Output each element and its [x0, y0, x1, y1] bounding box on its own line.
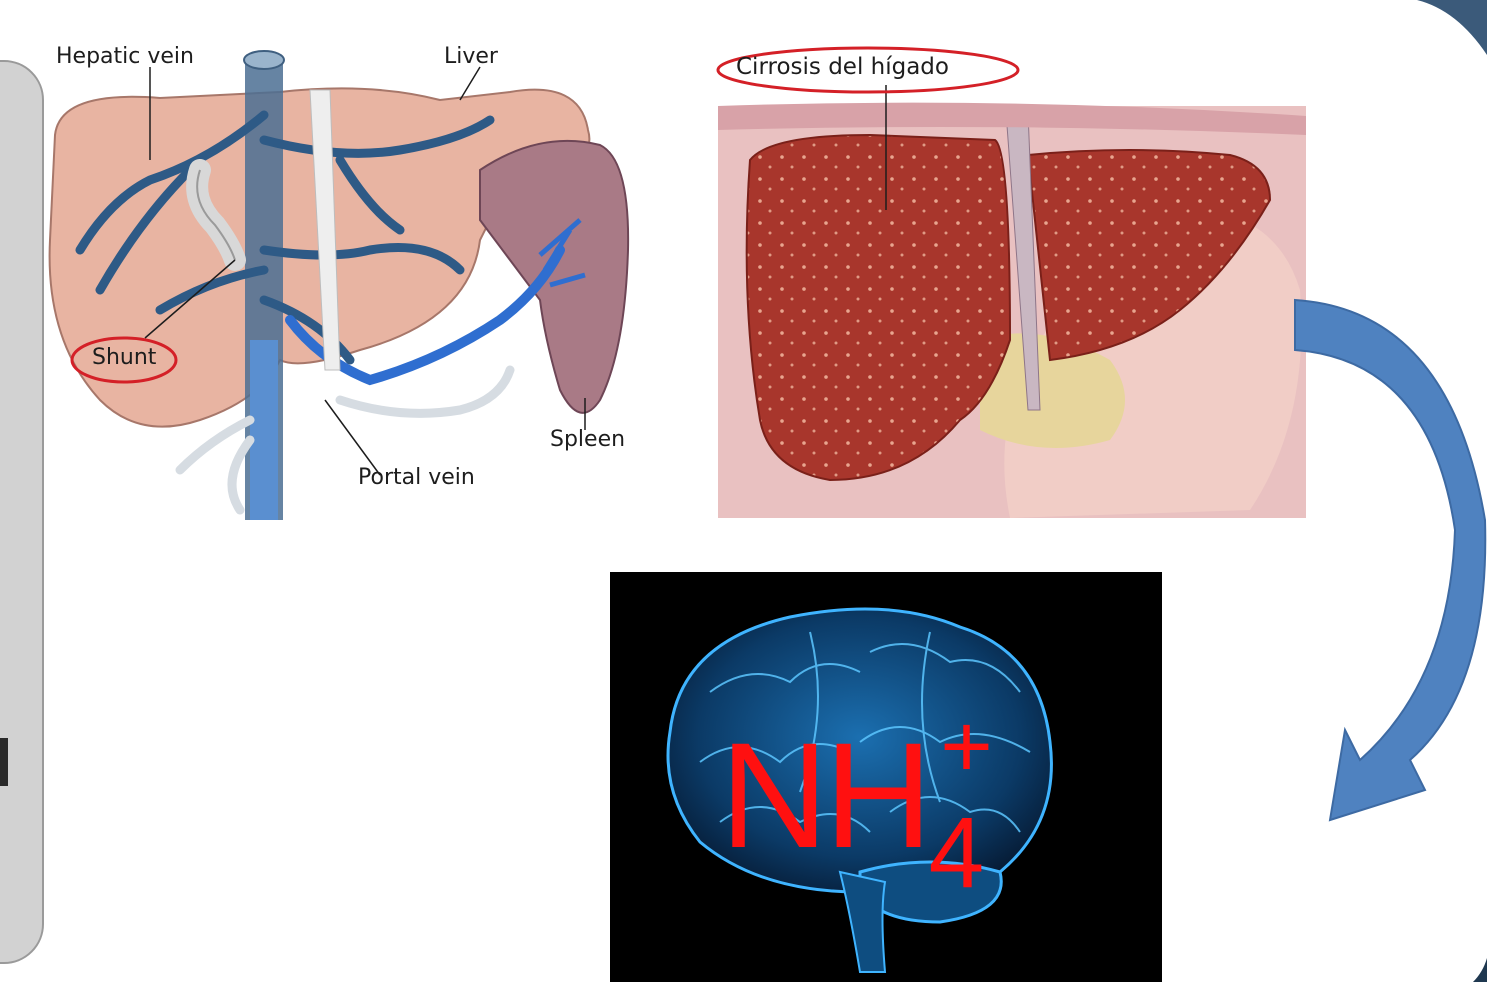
brain-image: NH4+ — [610, 572, 1162, 982]
side-panel — [0, 60, 44, 964]
corner-decoration-top — [1417, 0, 1487, 80]
cirrhosis-drawing — [710, 40, 1320, 530]
lower-vein — [250, 340, 278, 520]
vena-cava-top — [244, 51, 284, 69]
brain-stem — [840, 872, 885, 972]
curved-arrow-icon — [1290, 290, 1487, 870]
label-hepatic-vein: Hepatic vein — [56, 44, 194, 69]
formula-main: NH — [720, 711, 929, 879]
label-liver: Liver — [444, 44, 498, 69]
ammonium-formula: NH4+ — [720, 720, 1029, 870]
label-spleen: Spleen — [550, 427, 625, 452]
side-panel-fragment — [0, 738, 8, 786]
label-portal-vein: Portal vein — [358, 465, 475, 490]
liver-diagram: Hepatic vein Liver Shunt Spleen Portal v… — [40, 20, 650, 520]
corner-decoration-bottom — [1473, 958, 1487, 982]
spleen-shape — [480, 141, 628, 413]
label-shunt: Shunt — [92, 345, 156, 370]
cirrhosis-caption: Cirrosis del hígado — [736, 54, 949, 80]
formula-subscript: 4 — [929, 797, 981, 909]
formula-superscript: + — [940, 697, 989, 797]
cirrhosis-image: Cirrosis del hígado — [710, 40, 1320, 530]
